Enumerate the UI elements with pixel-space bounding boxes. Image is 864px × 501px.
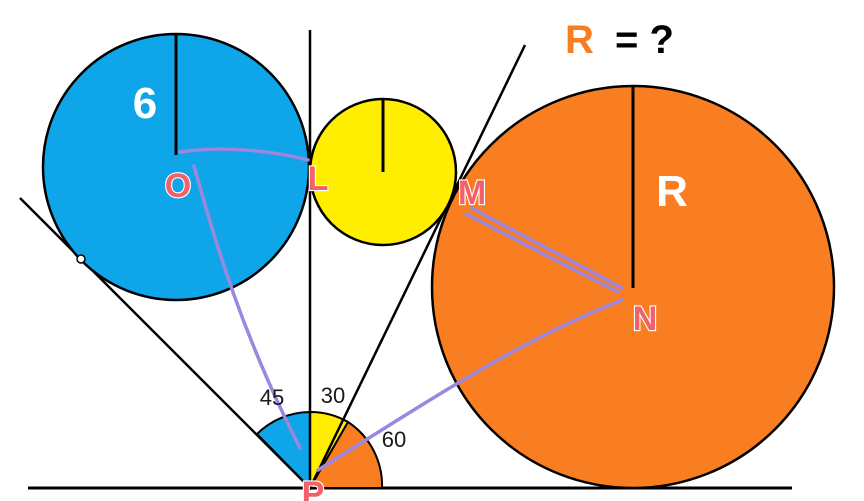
point-label-L: L [308,160,329,198]
trace-O-P [192,164,302,450]
title-rest: = ? [615,18,674,62]
angle-label-45: 45 [260,385,284,410]
point-label-P: P [302,475,325,501]
title-variable: R [565,18,594,62]
large-radius-label: R [656,167,688,216]
point-label-N: N [633,300,658,338]
point-label-M: M [458,174,486,212]
angle-label-30: 30 [321,383,345,408]
angle-wedge-60 [308,420,384,489]
trace-N-P [316,298,624,472]
angle-label-60: 60 [382,427,406,452]
trace-O-L [178,147,310,162]
question-title: R = ? [565,18,674,62]
point-label-O: O [165,167,191,205]
small-radius-label: 6 [133,79,157,128]
trace-M-N [464,206,624,294]
tangent-point-marker [76,254,86,264]
tangent-line-right [308,44,527,489]
